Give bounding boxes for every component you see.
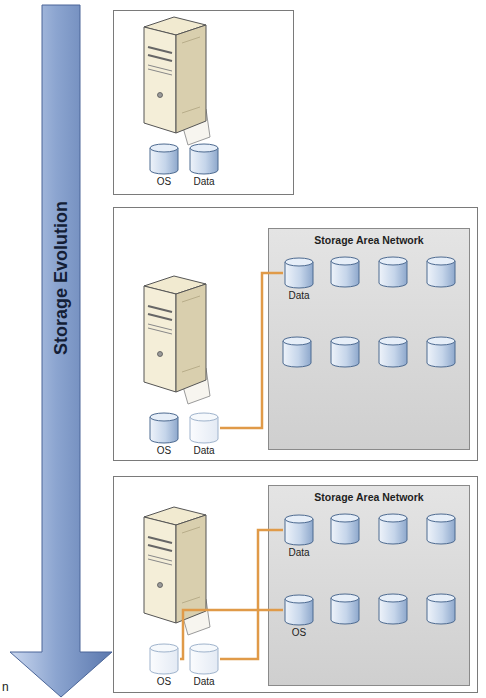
storage-link <box>220 273 283 428</box>
disk-cylinder: Data <box>283 257 315 302</box>
disk-icon <box>284 257 314 289</box>
san-title: Storage Area Network <box>269 229 469 246</box>
disk-icon <box>189 412 219 444</box>
disk-label: Data <box>188 676 220 688</box>
san-title: Storage Area Network <box>269 486 469 503</box>
disk-cylinder <box>331 257 359 287</box>
disk-cylinder <box>427 594 455 624</box>
evolution-arrow: Storage Evolution <box>8 4 114 698</box>
disk-label: Data <box>283 290 315 302</box>
disk-label: Data <box>188 176 220 188</box>
disk-cylinder: OS <box>148 143 180 188</box>
disk-cylinder <box>379 514 407 544</box>
cropped-text: n <box>2 680 9 694</box>
disk-cylinder <box>283 337 311 367</box>
disk-label: OS <box>148 676 180 688</box>
disk-cylinder <box>379 337 407 367</box>
disk-label: OS <box>283 627 315 639</box>
disk-label: Data <box>188 445 220 457</box>
disk-label: OS <box>148 445 180 457</box>
disk-cylinder <box>379 257 407 287</box>
disk-cylinder <box>331 594 359 624</box>
disk-cylinder: Data <box>188 643 220 688</box>
arrow-label: Storage Evolution <box>51 201 72 355</box>
disk-cylinder: OS <box>148 643 180 688</box>
san-box: Storage Area NetworkData <box>268 228 470 450</box>
disk-cylinder <box>427 257 455 287</box>
storage-link <box>180 610 283 659</box>
disk-cylinder: OS <box>148 412 180 457</box>
disk-icon <box>189 143 219 175</box>
storage-link <box>220 530 283 659</box>
disk-cylinder <box>427 337 455 367</box>
disk-cylinder: Data <box>188 143 220 188</box>
disk-cylinder: Data <box>188 412 220 457</box>
disk-cylinder <box>427 514 455 544</box>
disk-icon <box>149 643 179 675</box>
disk-label: OS <box>148 176 180 188</box>
disk-icon <box>189 643 219 675</box>
disk-icon <box>149 412 179 444</box>
san-box: Storage Area NetworkDataOS <box>268 485 470 686</box>
disk-icon <box>284 514 314 546</box>
disk-cylinder: Data <box>283 514 315 559</box>
disk-icon <box>149 143 179 175</box>
disk-cylinder <box>331 514 359 544</box>
disk-label: Data <box>283 547 315 559</box>
disk-cylinder: OS <box>283 594 315 639</box>
disk-cylinder <box>379 594 407 624</box>
disk-icon <box>284 594 314 626</box>
disk-cylinder <box>331 337 359 367</box>
